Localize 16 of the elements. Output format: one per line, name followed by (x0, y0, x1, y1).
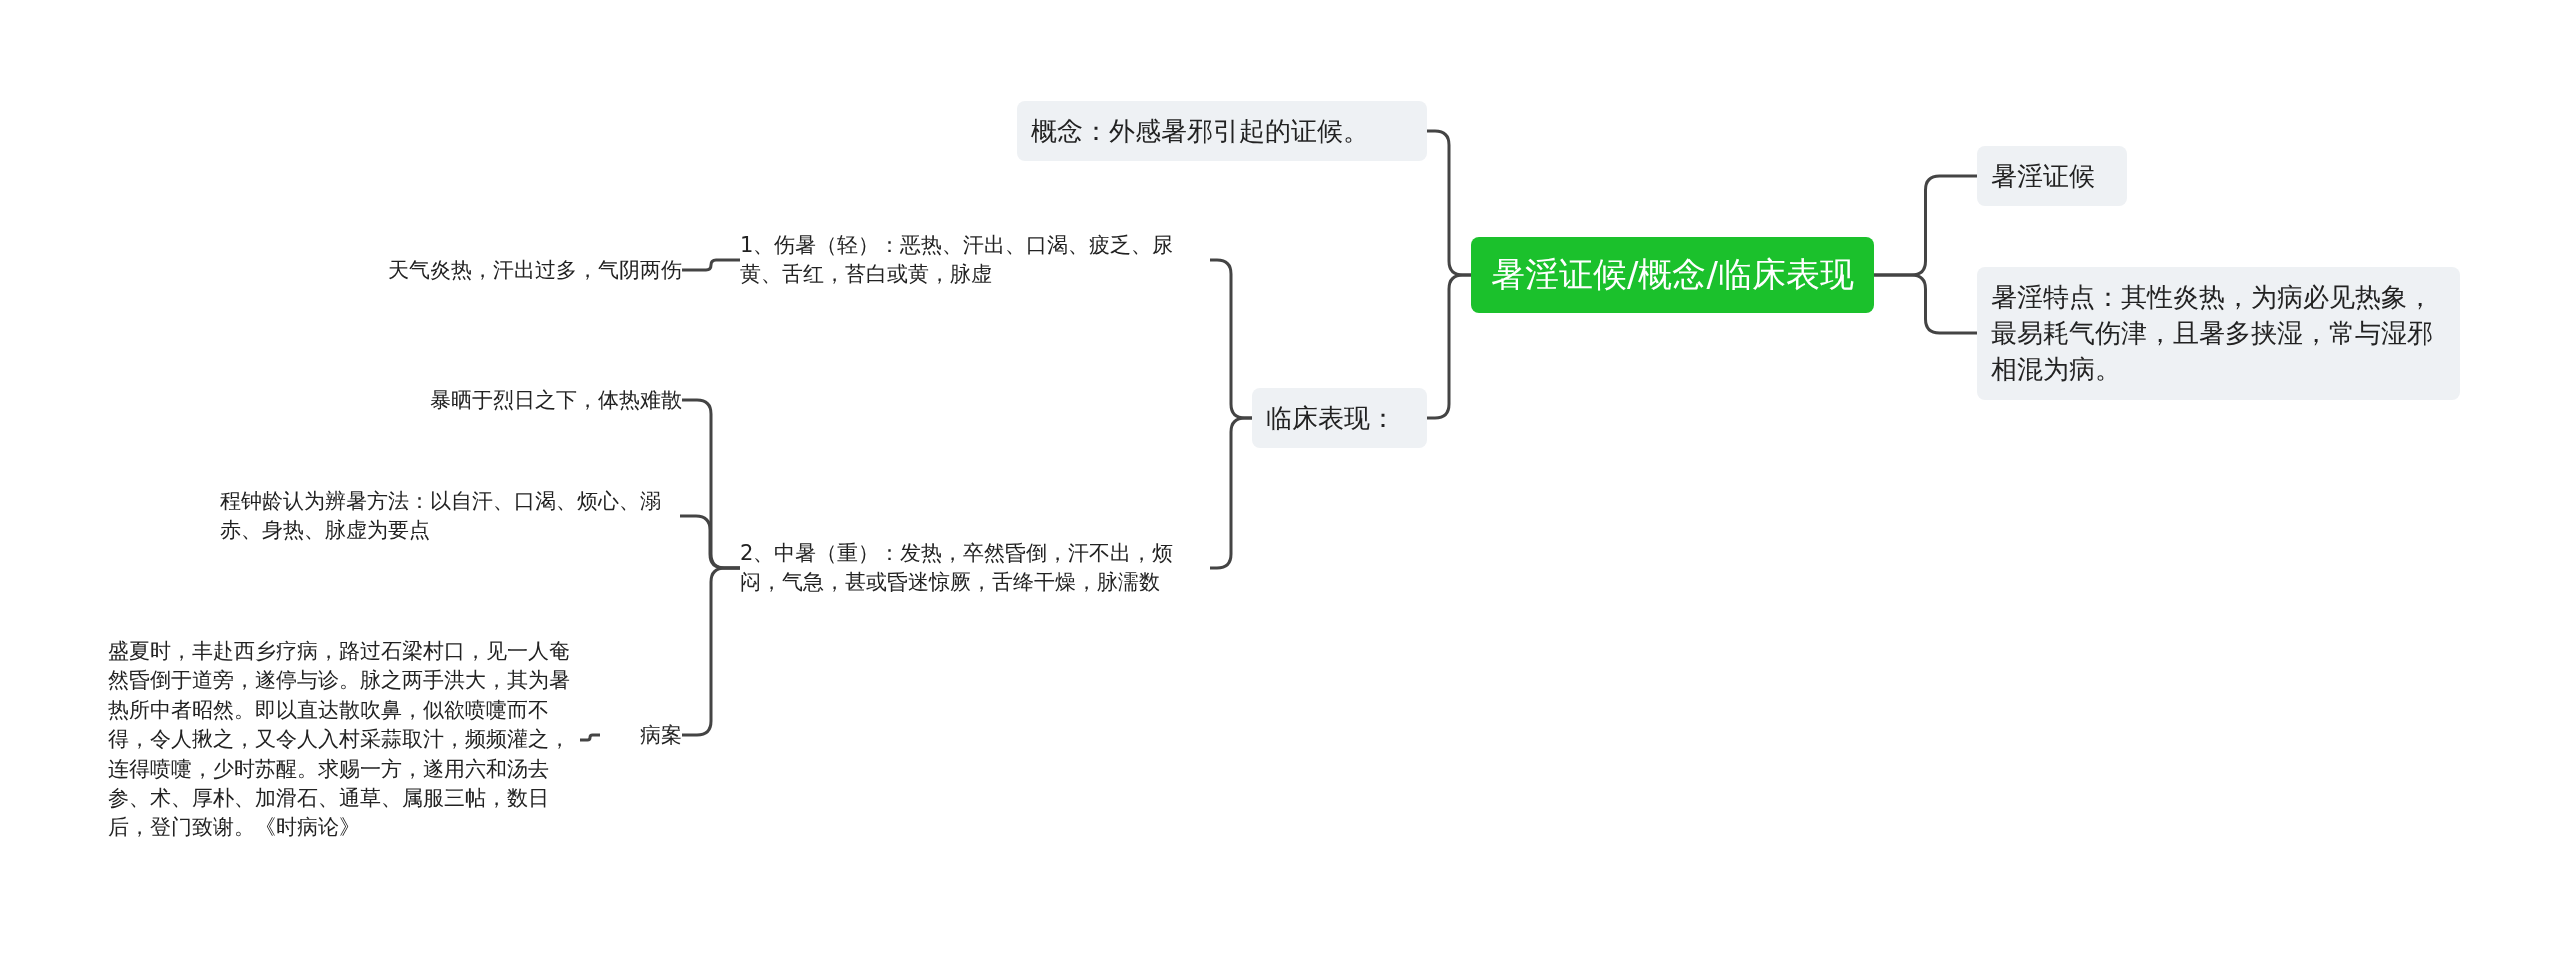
topic-box: 暑淫证候 (1977, 146, 2127, 207)
connector-line (1874, 273, 1977, 335)
topic-box: 暑淫特点：其性炎热，为病必见热象，最易耗气伤津，且暑多挟湿，常与湿邪相混为病。 (1977, 266, 2460, 400)
connector-line (1427, 273, 1471, 420)
topic-box: 概念：外感暑邪引起的证候。 (1017, 101, 1427, 162)
topic-text: 天气炎热，汗出过多，气阴两伤 (300, 255, 682, 285)
topic-box: 临床表现： (1252, 388, 1427, 449)
connector-line (682, 258, 740, 272)
topic-text: 1、伤暑（轻）：恶热、汗出、口渴、疲乏、尿黄、舌红，苔白或黄，脉虚 (740, 230, 1210, 290)
topic-text: 盛夏时，丰赴西乡疗病，路过石梁村口，见一人奄然昏倒于道旁，遂停与诊。脉之两手洪大，其为暑热所中者昭然。即以直达散吹鼻，似欲喷嚏而不得，令人揪之，又令人入村采蒜取汁，频频灌之，连得喷嚏，少时苏醒。求赐一方，遂用六和汤去参、术、厚朴、加滑石、通草、属服三帖，数日后，登门致谢。《时病论》 (108, 637, 580, 843)
connector-line (580, 733, 600, 742)
topic-text: 程钟龄认为辨暑方法：以自汗、口渴、烦心、溺赤、身热、脉虚为要点 (220, 486, 680, 546)
topic-text: 暴晒于烈日之下，体热难散 (330, 385, 682, 415)
topic-text: 2、中暑（重）：发热，卒然昏倒，汗不出，烦闷，气急，甚或昏迷惊厥，舌绛干燥，脉濡数 (740, 538, 1210, 598)
topic-text: 病案 (600, 720, 682, 750)
central-topic-box: 暑淫证候/概念/临床表现 (1471, 237, 1874, 313)
